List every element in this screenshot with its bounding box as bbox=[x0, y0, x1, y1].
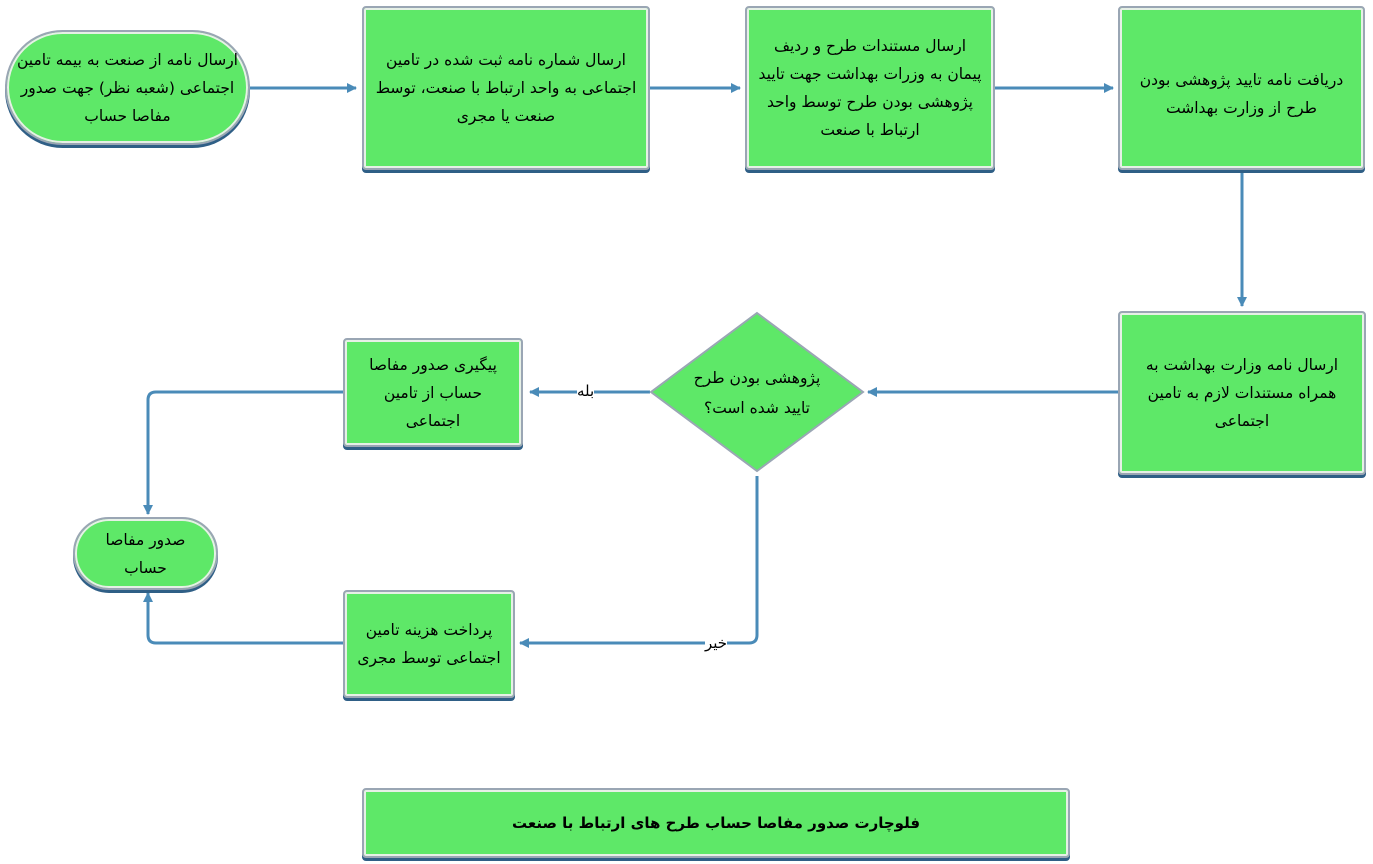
process-step-4: دریافت نامه تایید پژوهشی بودن طرح از وزا… bbox=[1118, 6, 1365, 170]
decision-diamond bbox=[649, 311, 865, 473]
step3-text: ارسال مستندات طرح و ردیف پیمان به وزرات … bbox=[758, 37, 982, 139]
step5-text: ارسال نامه وزارت بهداشت به همراه مستندات… bbox=[1145, 356, 1339, 430]
no-step: پرداخت هزینه تامین اجتماعی توسط مجری bbox=[343, 590, 515, 698]
no-label: خیر bbox=[705, 634, 728, 652]
step2-text: ارسال شماره نامه ثبت شده در تامین اجتماع… bbox=[375, 51, 637, 125]
yes-step-text: پیگیری صدور مفاصا حساب از تامین اجتماعی bbox=[369, 355, 497, 430]
decision-text: پژوهشی بودن طرح تایید شده است؟ bbox=[693, 369, 821, 417]
arrow-no-to-end bbox=[143, 592, 343, 645]
end-text: صدور مفاصا حساب bbox=[105, 530, 186, 577]
start-terminal: ارسال نامه از صنعت به بیمه تامین اجتماعی… bbox=[5, 30, 250, 145]
process-step-5: ارسال نامه وزارت بهداشت به همراه مستندات… bbox=[1118, 311, 1366, 475]
yes-label: بله bbox=[577, 382, 595, 400]
process-step-3: ارسال مستندات طرح و ردیف پیمان به وزرات … bbox=[745, 6, 995, 170]
step4-text: دریافت نامه تایید پژوهشی بودن طرح از وزا… bbox=[1139, 71, 1344, 117]
arrow-decision-no bbox=[519, 476, 759, 648]
yes-step: پیگیری صدور مفاصا حساب از تامین اجتماعی bbox=[343, 338, 523, 447]
end-terminal: صدور مفاصا حساب bbox=[73, 517, 218, 590]
title-text: فلوچارت صدور مفاصا حساب طرح های ارتباط ب… bbox=[511, 814, 921, 832]
start-text: ارسال نامه از صنعت به بیمه تامین اجتماعی… bbox=[16, 50, 238, 125]
no-step-text: پرداخت هزینه تامین اجتماعی توسط مجری bbox=[357, 621, 501, 667]
arrow-yes-to-end bbox=[143, 390, 343, 515]
process-step-2: ارسال شماره نامه ثبت شده در تامین اجتماع… bbox=[362, 6, 650, 170]
chart-title: فلوچارت صدور مفاصا حساب طرح های ارتباط ب… bbox=[362, 788, 1070, 858]
